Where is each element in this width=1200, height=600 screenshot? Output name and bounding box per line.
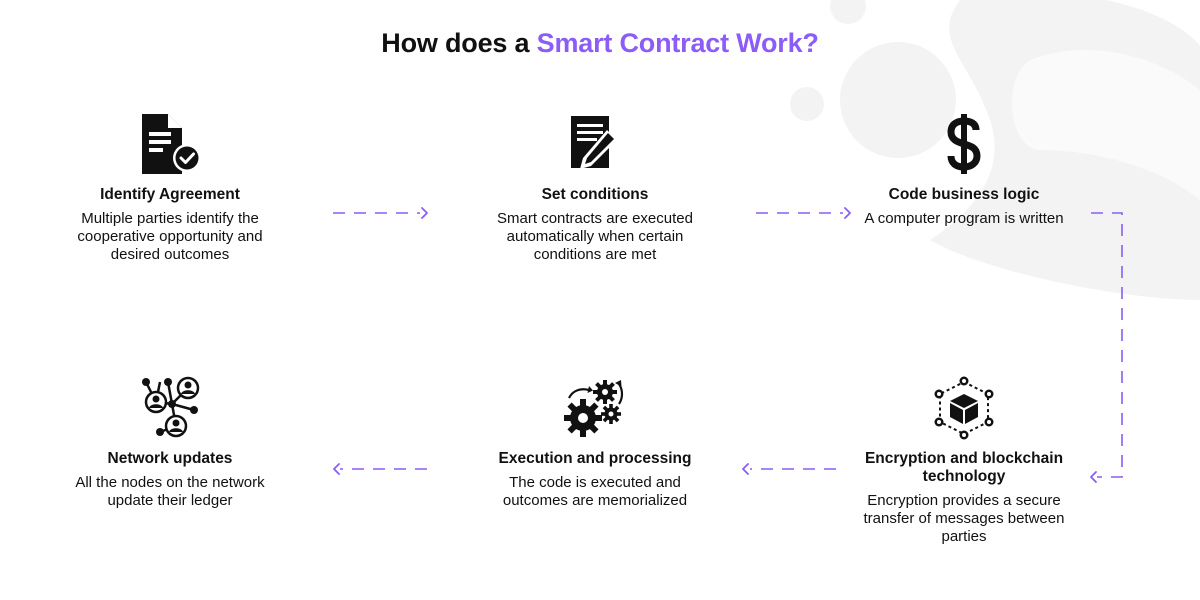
step-code-business-logic: Code business logic A computer program i… (849, 112, 1079, 228)
arrowhead-1 (421, 207, 428, 219)
step-description: A computer program is written (864, 210, 1064, 227)
step-heading: Code business logic (888, 186, 1040, 203)
step-description: The code is executed and outcomes are me… (502, 474, 688, 509)
step-set-conditions: Set conditions Smart contracts are execu… (480, 112, 710, 264)
arrowhead-4 (742, 463, 749, 475)
step-heading: Encryption and blockchain technology (864, 450, 1064, 485)
arrowhead-3 (1090, 471, 1097, 483)
title-highlight: Smart Contract Work? (536, 28, 819, 58)
step-encryption-blockchain: Encryption and blockchain technology Enc… (849, 376, 1079, 546)
dollar-icon (947, 114, 981, 174)
gears-icon (564, 380, 624, 437)
title-prefix: How does a (381, 28, 537, 58)
step-heading: Identify Agreement (100, 186, 240, 203)
step-heading: Set conditions (541, 186, 649, 203)
step-heading: Execution and processing (498, 450, 692, 467)
step-description: Smart contracts are executed automatical… (497, 210, 693, 263)
document-check-icon (142, 114, 201, 174)
step-description: Encryption provides a secure transfer of… (863, 492, 1065, 545)
blockchain-cube-icon (934, 376, 994, 440)
arrow-3-to-4 (1091, 212, 1123, 478)
document-pen-icon (571, 116, 617, 169)
network-users-icon (142, 376, 200, 438)
page-title: How does a Smart Contract Work? (0, 28, 1200, 59)
step-execution-processing: Execution and processing The code is exe… (480, 376, 710, 510)
step-heading: Network updates (107, 450, 233, 467)
arrowhead-5 (333, 463, 340, 475)
step-description: All the nodes on the network update thei… (75, 474, 265, 509)
step-network-updates: Network updates All the nodes on the net… (55, 376, 285, 510)
step-identify-agreement: Identify Agreement Multiple parties iden… (55, 112, 285, 264)
step-description: Multiple parties identify the cooperativ… (77, 210, 263, 263)
